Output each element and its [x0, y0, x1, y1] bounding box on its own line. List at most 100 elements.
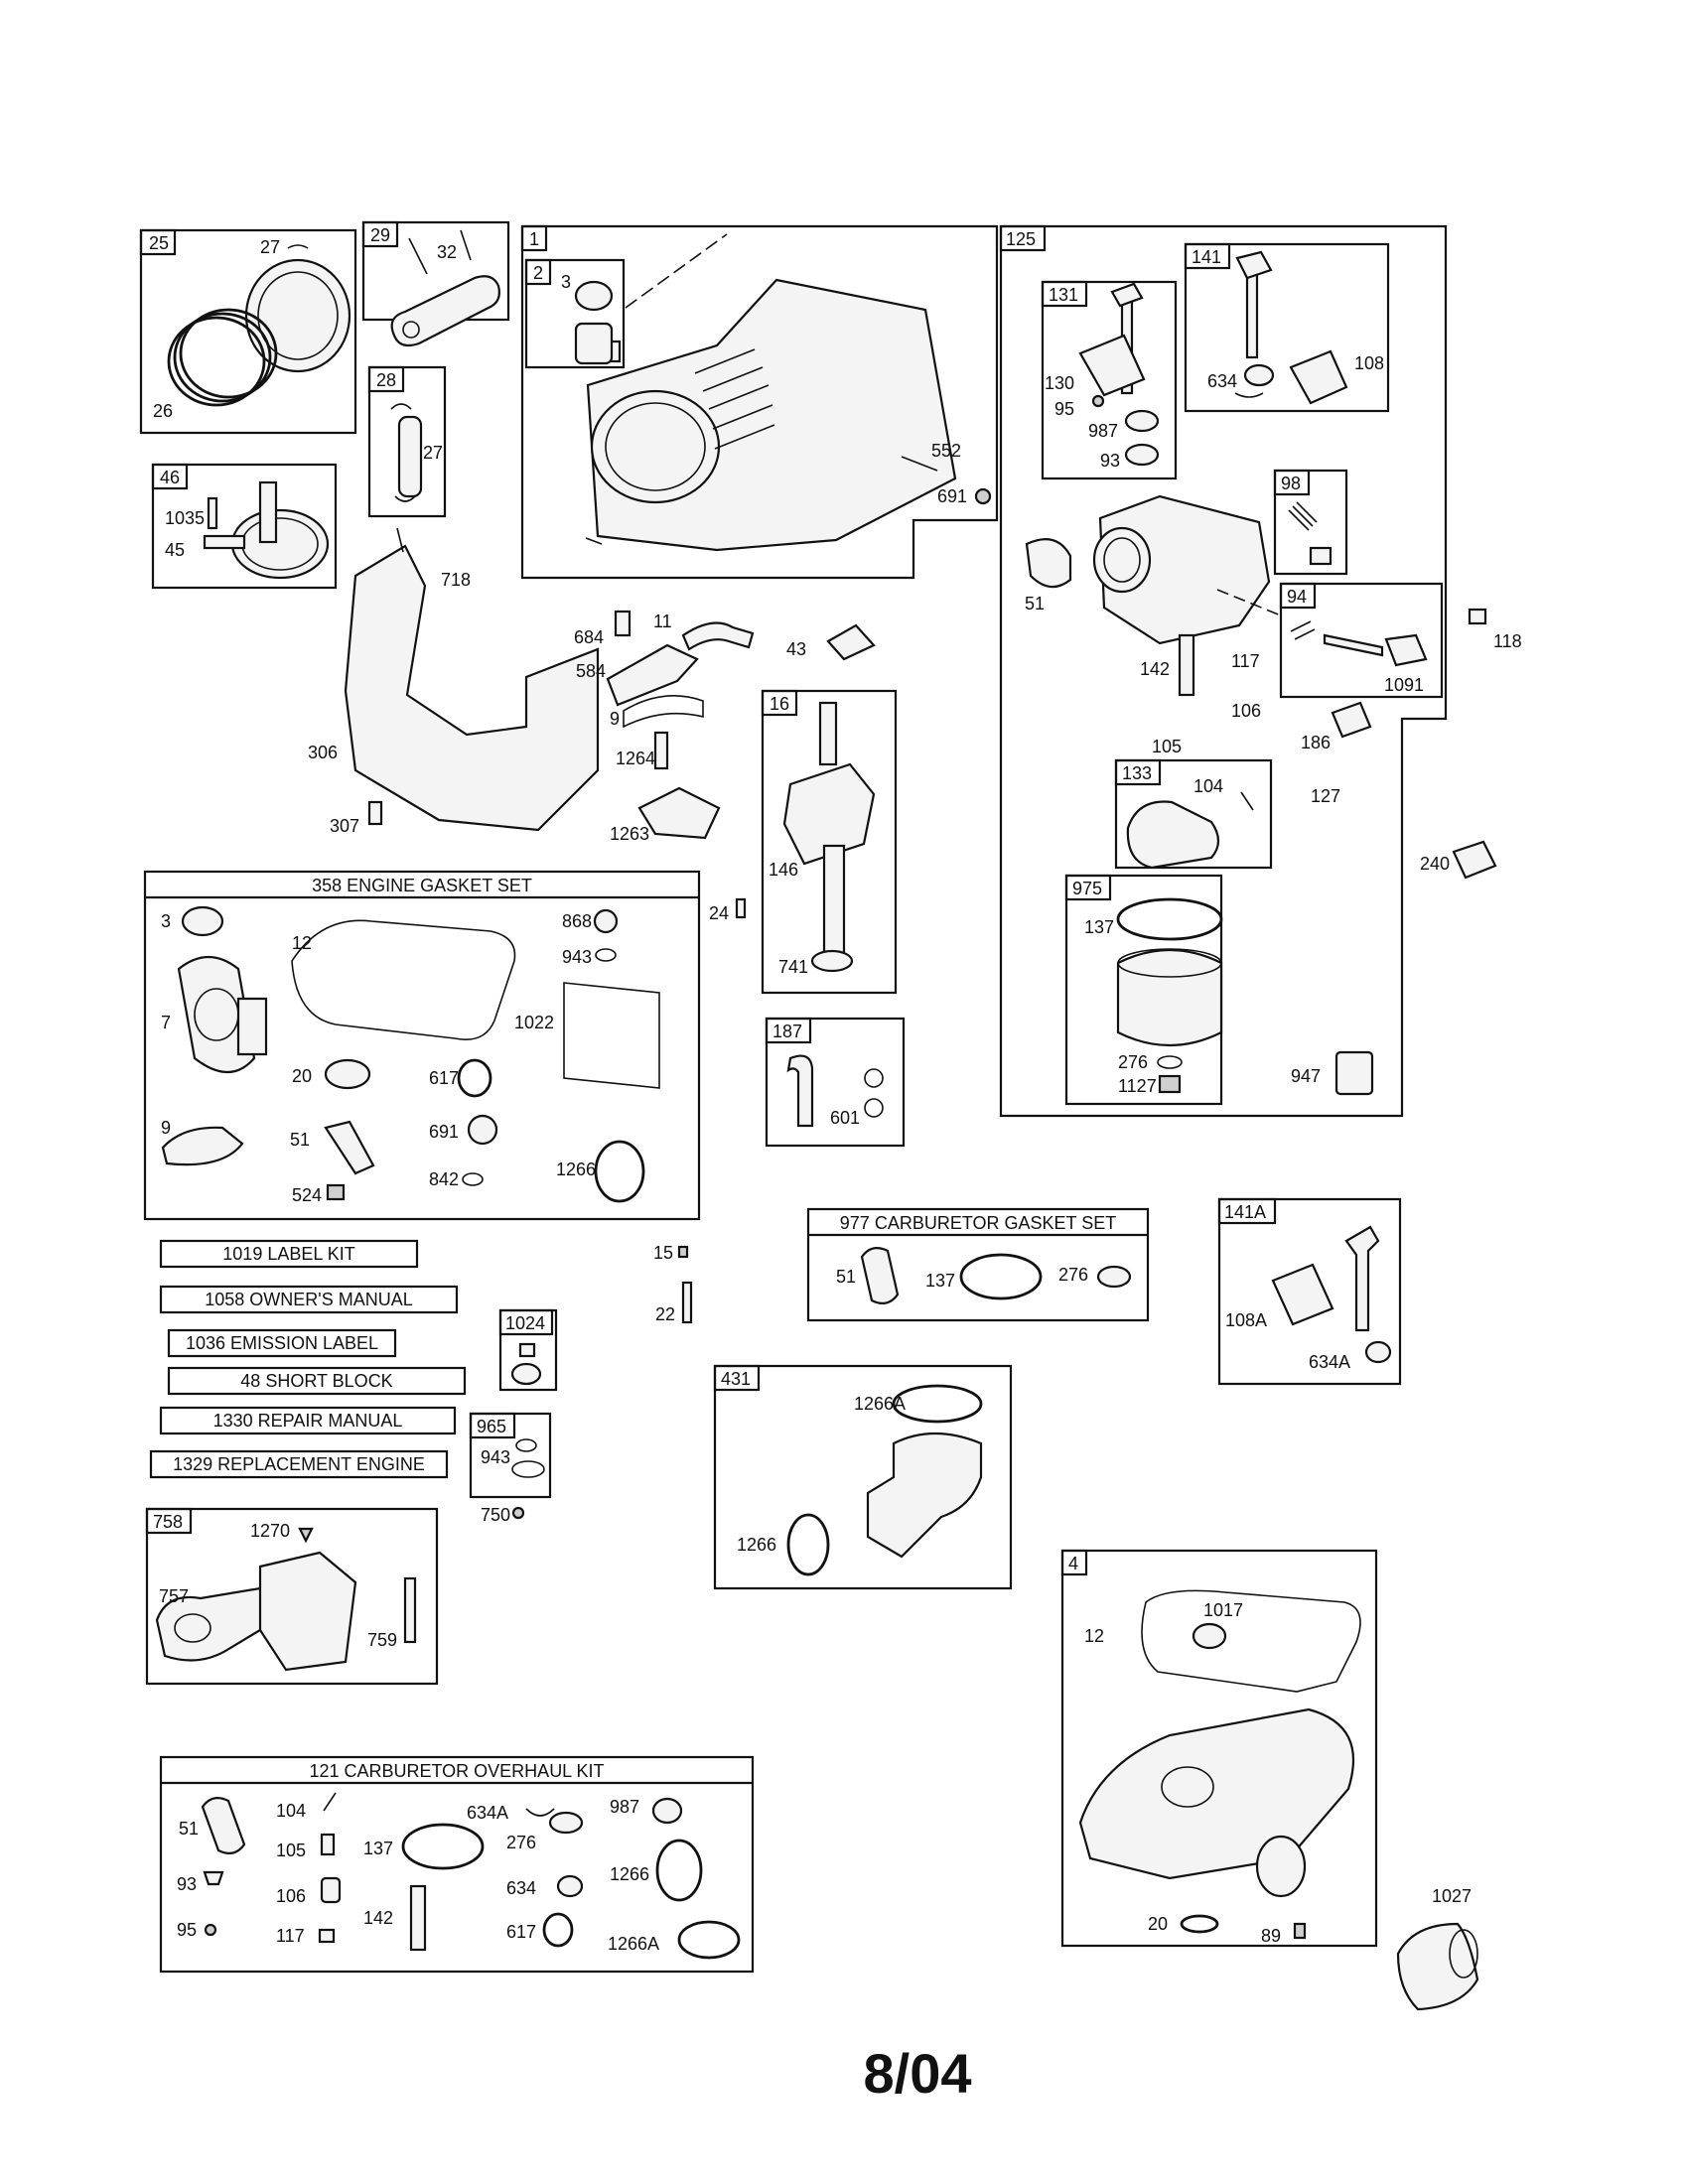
- oil-pump-illustration: [155, 1527, 417, 1672]
- carburetor-gasket-set-title: 977 CARBURETOR GASKET SET: [840, 1213, 1116, 1233]
- part-callout-307: 307: [330, 816, 359, 836]
- part-callout-142: 142: [1140, 659, 1170, 679]
- part-callout-93b: 93: [177, 1874, 197, 1894]
- assembly-id-187: 187: [772, 1022, 802, 1041]
- assembly-id-98: 98: [1281, 474, 1301, 493]
- part-callout-1035: 1035: [165, 508, 205, 528]
- part-callout-137: 137: [1084, 917, 1114, 937]
- part-callout-12b: 12: [1084, 1626, 1104, 1646]
- carburetor-overhaul-kit-illustration: [201, 1792, 741, 1960]
- part-callout-11: 11: [653, 612, 672, 631]
- piston-illustration: [167, 244, 351, 407]
- part-callout-108a: 108A: [1225, 1310, 1267, 1330]
- part-callout-20: 20: [292, 1066, 312, 1086]
- cylinder-block-illustration: [580, 233, 992, 552]
- part-callout-684: 684: [574, 627, 604, 647]
- part-callout-137b: 137: [925, 1271, 955, 1291]
- part-callout-95: 95: [1054, 399, 1074, 419]
- part-callout-45: 45: [165, 540, 185, 560]
- engine-gasket-set-illustration: [161, 905, 660, 1203]
- part-callout-51: 51: [1025, 594, 1045, 614]
- assembly-id-28: 28: [376, 370, 396, 390]
- part-callout-750: 750: [481, 1505, 510, 1525]
- part-callout-117: 117: [1231, 651, 1260, 671]
- carburetor-illustration: [1025, 494, 1282, 697]
- throttle-shaft-illustration: [1234, 250, 1348, 405]
- part-callout-691: 691: [937, 486, 967, 506]
- float-bowl-illustration: [1116, 897, 1223, 1094]
- assembly-id-1: 1: [529, 229, 539, 249]
- part-callout-634b: 634: [506, 1878, 536, 1898]
- part-callout-601: 601: [830, 1108, 860, 1128]
- part-callout-12: 12: [292, 933, 312, 953]
- assembly-id-758: 758: [153, 1512, 183, 1532]
- part-callout-105: 105: [1152, 737, 1182, 756]
- part-callout-106b: 106: [276, 1886, 306, 1906]
- part-callouts: 27 26 32 27 1035 45 3 552 691 718 306 30…: [153, 237, 1522, 1954]
- part-callout-1091: 1091: [1384, 675, 1424, 695]
- part-callout-3b: 3: [161, 911, 171, 931]
- part-callout-1266c: 1266: [610, 1864, 649, 1884]
- part-callout-584: 584: [576, 661, 606, 681]
- assembly-id-labels: 25 29 28 46 1 2 125 131 141 98 94 16 187…: [149, 225, 1307, 1573]
- part-callout-89: 89: [1261, 1926, 1281, 1946]
- short-block-box: 48 SHORT BLOCK: [240, 1371, 392, 1391]
- part-callout-741: 741: [778, 957, 808, 977]
- part-callout-51d: 51: [179, 1819, 199, 1839]
- assembly-id-46: 46: [160, 468, 180, 487]
- part-callout-24: 24: [709, 903, 729, 923]
- part-callout-43: 43: [786, 639, 806, 659]
- part-callout-943b: 943: [481, 1447, 510, 1467]
- part-callout-1266: 1266: [556, 1160, 596, 1179]
- part-callout-130: 130: [1045, 373, 1074, 393]
- part-callout-22: 22: [655, 1304, 675, 1324]
- breather-tube-illustration: [786, 1054, 884, 1128]
- part-callout-7: 7: [161, 1013, 171, 1032]
- part-callout-117b: 117: [276, 1926, 305, 1946]
- part-callout-51c: 51: [836, 1267, 856, 1287]
- part-callout-142b: 142: [363, 1908, 393, 1928]
- part-callout-1017: 1017: [1203, 1600, 1243, 1620]
- assembly-id-131: 131: [1049, 285, 1078, 305]
- assembly-id-94: 94: [1287, 587, 1307, 607]
- assembly-id-975: 975: [1072, 879, 1102, 898]
- part-callout-634: 634: [1207, 371, 1237, 391]
- screws-illustration: [677, 1245, 693, 1324]
- part-callout-95b: 95: [177, 1920, 197, 1940]
- carburetor-gasket-set-illustration: [860, 1246, 1132, 1305]
- assembly-id-141a: 141A: [1224, 1202, 1266, 1222]
- part-callout-9b: 9: [161, 1118, 171, 1138]
- assembly-id-25: 25: [149, 233, 169, 253]
- part-callout-947: 947: [1291, 1066, 1321, 1086]
- part-callout-26: 26: [153, 401, 173, 421]
- part-callout-634a: 634A: [1309, 1352, 1350, 1372]
- assembly-id-16: 16: [770, 694, 789, 714]
- choke-shaft-illustration: [1078, 282, 1160, 467]
- part-callout-943: 943: [562, 947, 592, 967]
- emission-label-box: 1036 EMISSION LABEL: [186, 1333, 378, 1353]
- part-callout-104: 104: [1193, 776, 1223, 796]
- intake-elbow-illustration: [786, 1384, 983, 1576]
- assembly-id-29: 29: [370, 225, 390, 245]
- part-callout-718: 718: [441, 570, 471, 590]
- assembly-id-141: 141: [1192, 247, 1221, 267]
- part-callout-137c: 137: [363, 1839, 393, 1858]
- part-callout-552: 552: [931, 441, 961, 461]
- part-callout-3: 3: [561, 272, 571, 292]
- part-callout-240: 240: [1420, 854, 1450, 874]
- part-callout-524: 524: [292, 1185, 322, 1205]
- sump-illustration: [1078, 1589, 1361, 1940]
- part-callout-106: 106: [1231, 701, 1261, 721]
- idle-screw-illustration: [1288, 501, 1333, 566]
- part-callout-27b: 27: [423, 443, 443, 463]
- connecting-rod-illustration: [390, 229, 500, 347]
- assembly-id-431: 431: [721, 1369, 751, 1389]
- part-callout-276c: 276: [506, 1833, 536, 1852]
- part-callout-1266a-b: 1266A: [608, 1934, 659, 1954]
- part-callout-306: 306: [308, 743, 338, 762]
- float-illustration: [1126, 791, 1254, 870]
- part-callout-20b: 20: [1148, 1914, 1168, 1934]
- replacement-engine-box: 1329 REPLACEMENT ENGINE: [173, 1454, 425, 1474]
- owners-manual-box: 1058 OWNER'S MANUAL: [205, 1290, 413, 1309]
